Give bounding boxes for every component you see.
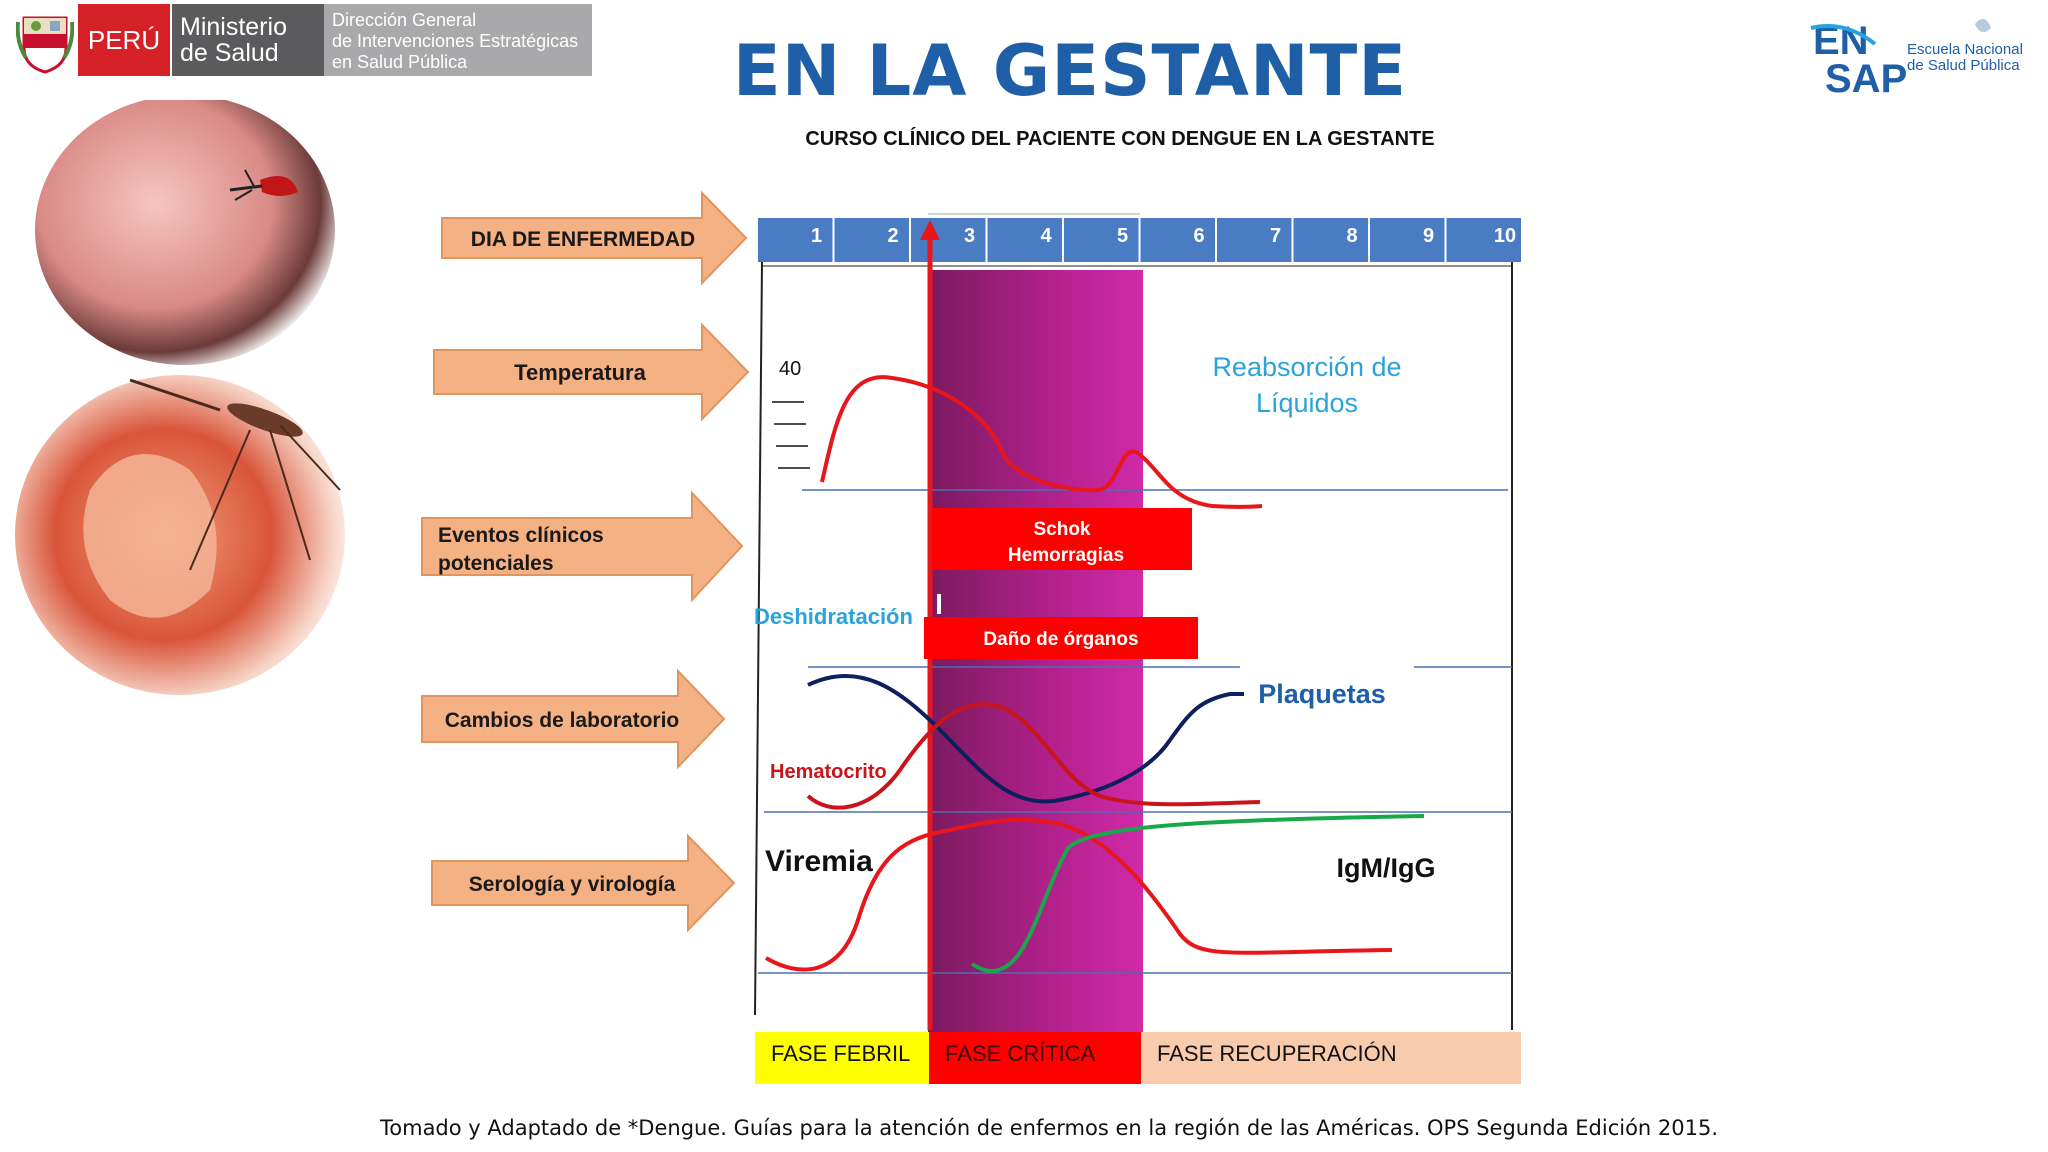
temperature-40-label: 40: [779, 358, 801, 380]
phase-critica: FASE CRÍTICA: [929, 1032, 1141, 1084]
plaquetas-curve: [807, 673, 1244, 804]
minsa-logo: PERÚ Ministerio de Salud Dirección Gener…: [16, 4, 592, 76]
day-cell: [1446, 218, 1521, 262]
page-subtitle: CURSO CLÍNICO DEL PACIENTE CON DENGUE EN…: [805, 128, 1435, 150]
page-title: EN LA GESTANTE: [732, 30, 1408, 112]
arrow-cambios-laboratorio: Cambios de laboratorio: [421, 668, 726, 770]
arrow-label-serologia: Serología y virología: [469, 873, 676, 896]
phase-recuperacion: FASE RECUPERACIÓN: [1141, 1032, 1521, 1084]
shock-label-2: Hemorragias: [1008, 545, 1124, 566]
shock-box: [932, 508, 1192, 570]
day-cell: [1370, 218, 1445, 262]
mosquito-icon: [129, 378, 341, 571]
ensap-line2: de Salud Pública: [1907, 57, 2020, 74]
directorate-label: Dirección General de Intervenciones Estr…: [324, 4, 592, 76]
day-number: 4: [1040, 225, 1052, 247]
directorate-line3: en Salud Pública: [332, 52, 468, 72]
arrow-label-dia: DIA DE ENFERMEDAD: [471, 228, 695, 251]
reabsorcion-label-1: Reabsorción de: [1212, 352, 1401, 382]
hematocrito-curve: [806, 702, 1261, 810]
day-cell: [834, 218, 909, 262]
day-number: 8: [1346, 225, 1357, 247]
onset-critical-arrow-head: [920, 220, 940, 240]
dano-organos-box: [924, 617, 1198, 659]
svg-text:SAP: SAP: [1825, 57, 1907, 96]
peru-label: PERÚ: [78, 4, 170, 76]
arrow-label-eventos-1: Eventos clínicos: [438, 524, 604, 547]
arrow-label-laboratorio: Cambios de laboratorio: [445, 709, 680, 732]
day-number: 1: [811, 225, 822, 247]
viremia-curve: [764, 817, 1393, 972]
ministry-line2: de Salud: [180, 39, 279, 67]
reabsorcion-label-2: Líquidos: [1256, 388, 1358, 418]
ensap-line1: Escuela Nacional: [1907, 41, 2023, 58]
plaquetas-label: Plaquetas: [1258, 679, 1386, 709]
phase-febril: FASE FEBRIL: [755, 1032, 929, 1084]
frame-left: [754, 261, 763, 1016]
day-cell: [1140, 218, 1215, 262]
arrow-eventos-clinicos: Eventos clínicos potenciales: [421, 490, 744, 603]
day-bar: 1 2 3 4 5 6 7 8 9 10: [758, 218, 1521, 262]
igm-igg-label: IgM/IgG: [1337, 853, 1436, 883]
arrow-label-temperatura: Temperatura: [514, 360, 646, 385]
day-number: 3: [964, 225, 975, 247]
directorate-line2: de Intervenciones Estratégicas: [332, 31, 579, 51]
dano-organos-label: Daño de órganos: [983, 629, 1138, 650]
day-number: 10: [1494, 225, 1516, 247]
hematocrito-label: Hematocrito: [770, 761, 887, 783]
arrow-serologia: Serología y virología: [431, 833, 736, 933]
day-cell: [1217, 218, 1292, 262]
pregnant-belly-mosquito-image: [35, 100, 335, 365]
day-number: 7: [1270, 225, 1281, 247]
arrow-temperatura: Temperatura: [433, 322, 750, 422]
peru-coat-of-arms-icon: [16, 16, 74, 74]
deshidratacion-label: Deshidratación: [754, 604, 913, 629]
ministry-line1: Ministerio: [180, 13, 287, 41]
ministry-label: Ministerio de Salud: [172, 4, 332, 76]
mosquito-icon: [229, 169, 298, 201]
directorate-line1: Dirección General: [332, 10, 477, 30]
viremia-label: Viremia: [765, 845, 873, 878]
day-number: 6: [1193, 225, 1204, 247]
day-cell: [987, 218, 1062, 262]
fetus-mosquito-image: [15, 375, 345, 695]
ensap-logo-icon: EN SAP Escuela Nacional de Salud Pública: [1805, 14, 2045, 101]
temperature-curve: [820, 375, 1263, 509]
day-cell: [758, 218, 833, 262]
day-number: 5: [1117, 225, 1128, 247]
day-cell: [1293, 218, 1368, 262]
deshidratacion-marker: [937, 594, 941, 614]
day-cell: [1064, 218, 1139, 262]
temperature-ticks: [772, 401, 810, 469]
source-footnote: Tomado y Adaptado de *Dengue. Guías para…: [380, 1116, 1719, 1140]
shock-label-1: Schok: [1033, 519, 1090, 540]
igm-igg-curve: [970, 814, 1425, 973]
day-number: 2: [887, 225, 898, 247]
day-number: 9: [1423, 225, 1434, 247]
arrow-label-eventos-2: potenciales: [438, 552, 554, 575]
arrow-dia-enfermedad: DIA DE ENFERMEDAD: [441, 190, 748, 286]
